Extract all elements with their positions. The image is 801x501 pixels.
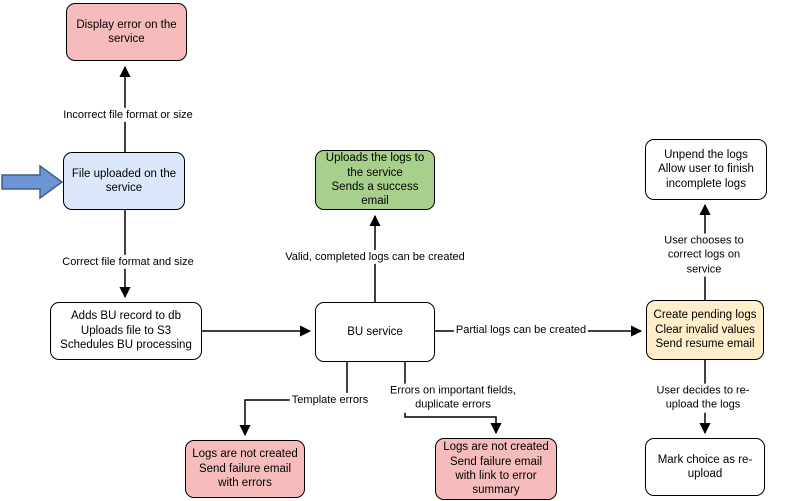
- edge-label-important-fields: Errors on important fields, duplicate er…: [388, 383, 518, 413]
- node-file-uploaded: File uploaded on the service: [63, 152, 185, 210]
- edge-label-incorrect-format: Incorrect file format or size: [61, 107, 195, 123]
- node-logs-not-created-summary: Logs are not created Send failure email …: [435, 438, 557, 500]
- edge-label-correct-format: Correct file format and size: [60, 254, 196, 270]
- edge-label-valid-completed: Valid, completed logs can be created: [283, 249, 467, 265]
- edge-label-template-errors: Template errors: [289, 392, 371, 408]
- entry-point-arrow-icon: [1, 164, 64, 200]
- node-display-error: Display error on the service: [66, 3, 187, 61]
- edge-label-partial-logs: Partial logs can be created: [453, 322, 589, 338]
- edge-label-user-corrects: User chooses to correct logs on service: [655, 233, 753, 277]
- node-bu-service: BU service: [315, 302, 435, 362]
- node-mark-choice-reupload: Mark choice as re- upload: [645, 438, 765, 496]
- node-create-pending-logs: Create pending logs Clear invalid values…: [646, 300, 764, 360]
- node-unpend-logs: Unpend the logs Allow user to finish inc…: [645, 139, 767, 200]
- edge-label-user-reuploads: User decides to re-upload the logs: [654, 383, 752, 413]
- node-adds-bu-record: Adds BU record to db Uploads file to S3 …: [50, 302, 202, 360]
- node-logs-not-created-errors: Logs are not created Send failure email …: [185, 440, 305, 498]
- node-uploads-logs-success: Uploads the logs to the service Sends a …: [315, 150, 435, 210]
